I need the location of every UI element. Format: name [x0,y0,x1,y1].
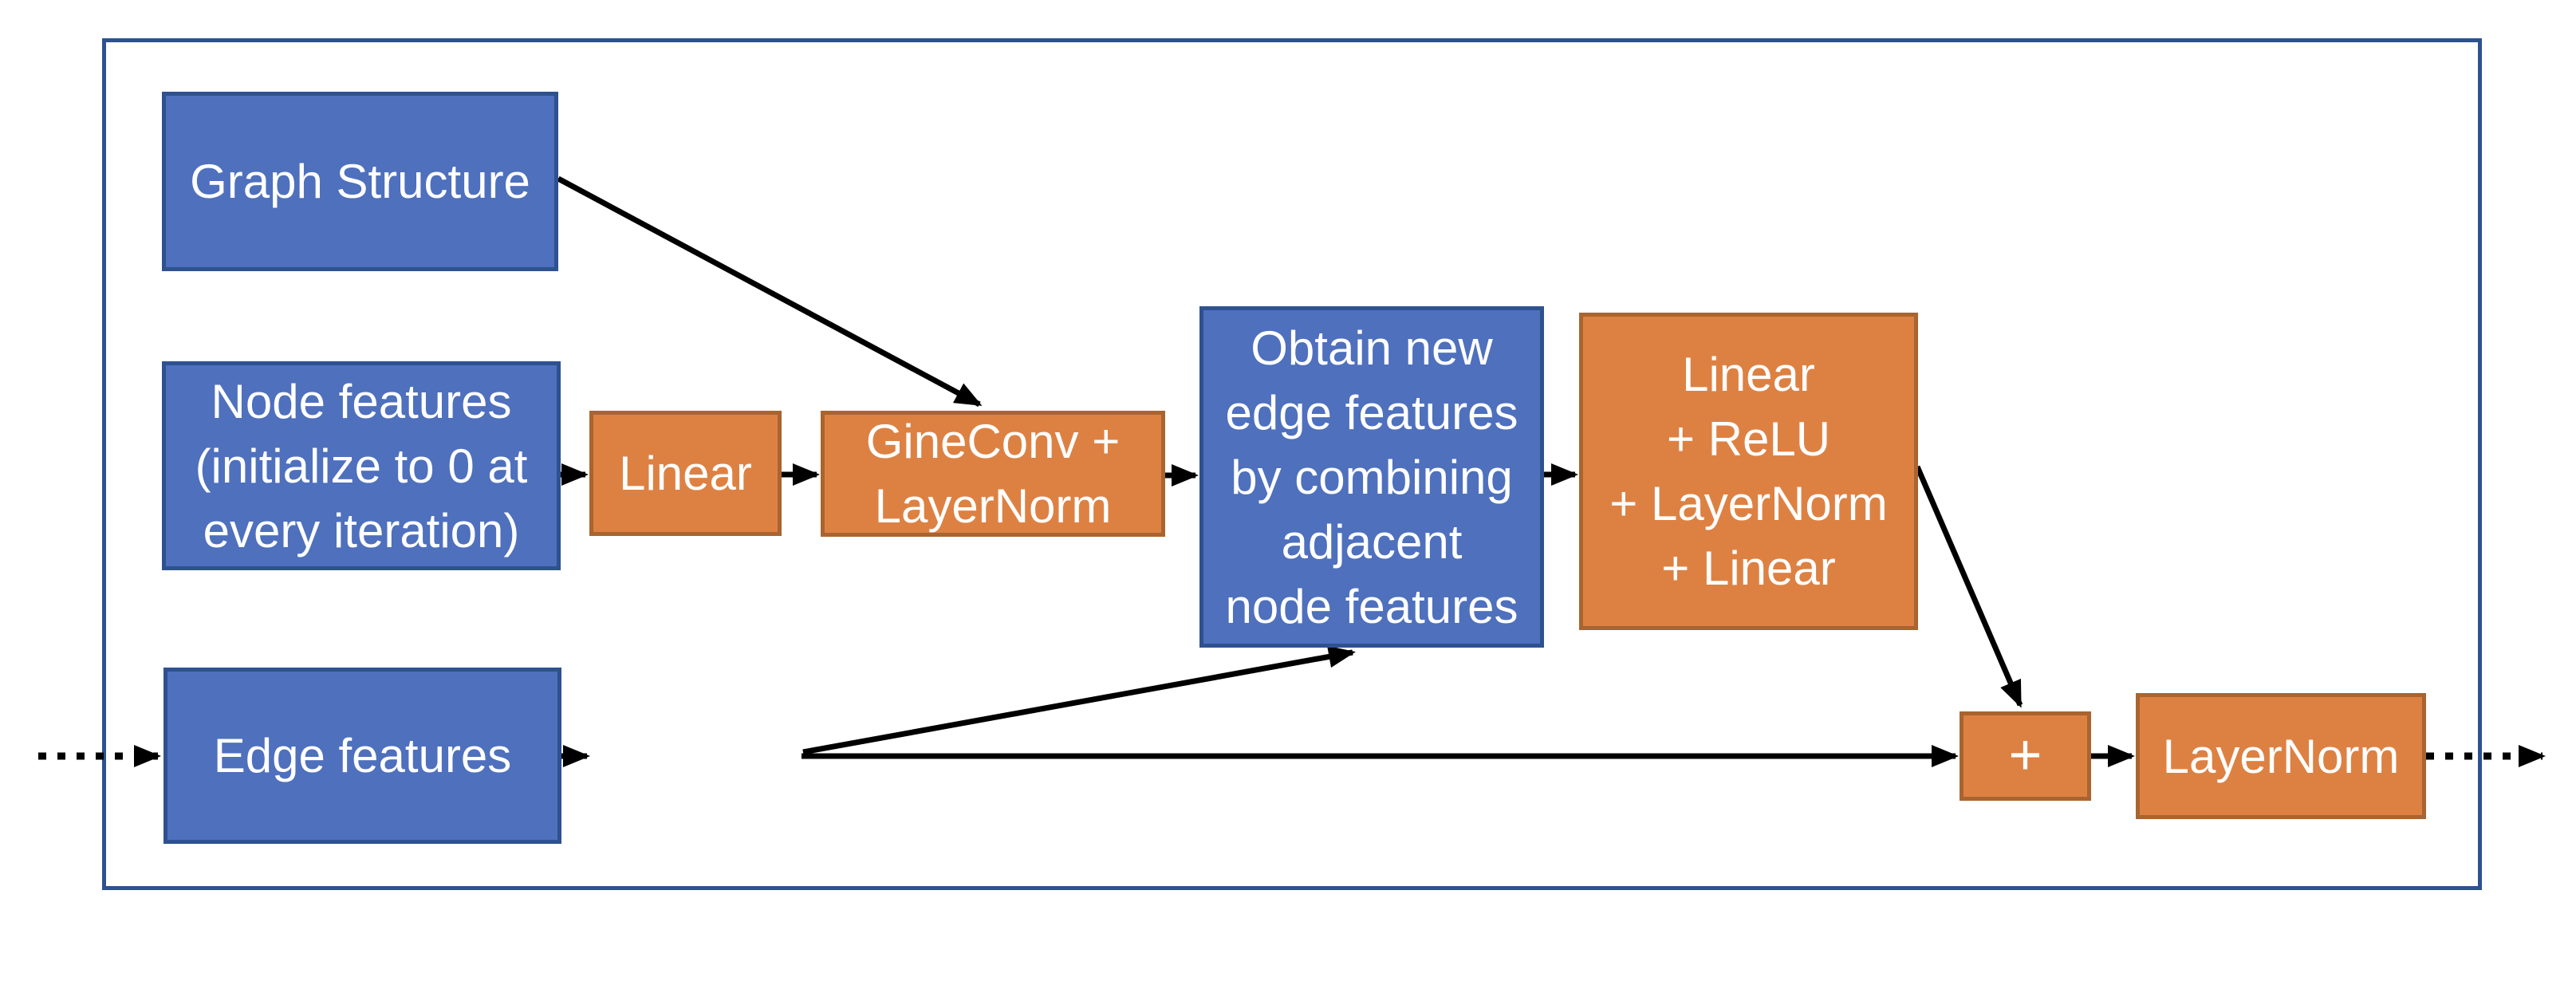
box-plus-label: + [2008,723,2042,788]
box-layernorm-output: LayerNorm [2136,693,2426,819]
box-edge-features: Edge features [163,668,561,844]
box-obtain-label-line5: node features [1225,579,1518,633]
box-graph-structure: Graph Structure [162,92,558,271]
diagram-outer-border [102,38,2482,890]
box-linear-node-label: Linear [619,447,752,500]
box-gineconv-layernorm: GineConv + LayerNorm [821,411,1165,537]
box-obtain-label-line4: adjacent [1281,514,1463,569]
box-linear-relu-label-line1: Linear [1682,348,1815,401]
box-obtain-label-line3: by combining [1231,450,1513,504]
box-node-features-label-line3: every iteration) [203,503,520,557]
box-obtain-label-line1: Obtain new [1251,321,1493,375]
box-layernorm-output-label: LayerNorm [2162,729,2400,783]
box-linear-relu-label-line3: + LayerNorm [1609,477,1888,530]
box-obtain-label-line2: edge features [1225,385,1518,439]
box-node-features-label-line2: (initialize to 0 at [195,439,528,493]
box-linear-node: Linear [589,411,782,536]
box-linear-relu-label-line2: + ReLU [1666,412,1831,466]
box-node-features-label-line1: Node features [211,374,512,428]
box-linear-relu-layernorm-linear: Linear + ReLU + LayerNorm + Linear [1579,313,1918,630]
box-edge-features-label: Edge features [213,729,512,782]
box-node-features: Node features (initialize to 0 at every … [162,361,561,570]
box-graph-structure-label: Graph Structure [190,155,530,208]
box-gineconv-label-line2: LayerNorm [874,479,1112,533]
box-plus-sum: + [1960,711,2091,801]
box-obtain-new-edge-features: Obtain new edge features by combining ad… [1199,306,1544,648]
box-gineconv-label-line1: GineConv + [865,415,1121,468]
box-linear-relu-label-line4: + Linear [1661,542,1836,595]
